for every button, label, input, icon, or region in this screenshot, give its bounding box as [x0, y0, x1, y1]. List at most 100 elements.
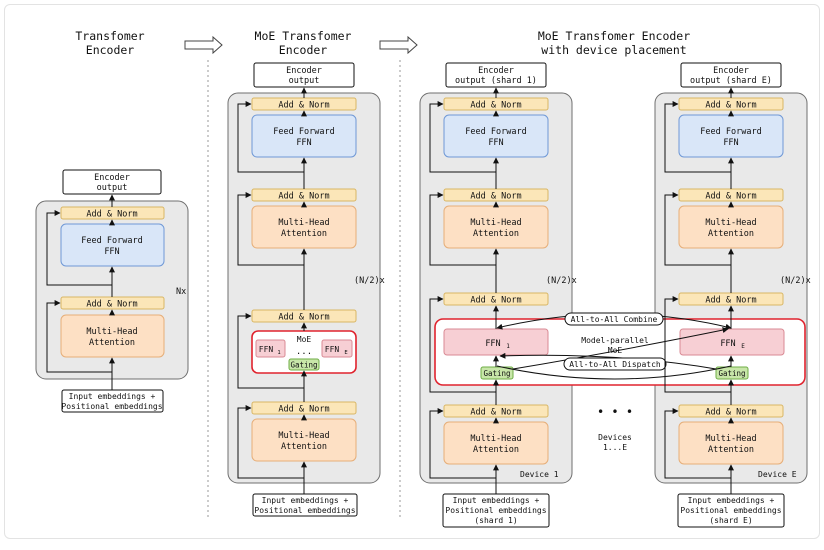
title-transformer-encoder: Transfomer Encoder: [75, 29, 144, 57]
expert-ffn-e-device: FFN E: [679, 328, 785, 356]
svg-text:Feed Forward: Feed Forward: [700, 127, 761, 137]
svg-text:Encoder: Encoder: [478, 66, 514, 76]
encoder-output-shard-e-box: Encoder output (shard E): [680, 62, 782, 88]
svg-text:Input embeddings +: Input embeddings +: [262, 496, 349, 505]
add-norm-box: Add & Norm: [443, 404, 549, 418]
add-norm-box: Add & Norm: [678, 97, 784, 111]
svg-text:Add & Norm: Add & Norm: [705, 192, 756, 202]
expert-ffn-1: FFN 1: [255, 339, 286, 358]
svg-text:MoE Transfomer: MoE Transfomer: [255, 29, 352, 43]
svg-text:Input embeddings +: Input embeddings +: [688, 496, 775, 505]
add-norm-box: Add & Norm: [251, 309, 357, 323]
svg-text:Positional embeddings: Positional embeddings: [445, 506, 546, 515]
svg-text:Add & Norm: Add & Norm: [470, 408, 521, 418]
hollow-arrow-2: [379, 35, 418, 55]
gating-box: Gating: [715, 366, 749, 380]
svg-text:Multi-Head: Multi-Head: [470, 218, 521, 228]
svg-text:E: E: [344, 350, 347, 356]
svg-text:Multi-Head: Multi-Head: [278, 218, 329, 228]
svg-text:FFN: FFN: [259, 345, 274, 354]
all-to-all-combine-label: All-to-All Combine: [564, 312, 664, 326]
svg-text:Feed Forward: Feed Forward: [273, 127, 334, 137]
multi-head-attention-box: Multi-Head Attention: [678, 205, 784, 249]
svg-text:All-to-All Dispatch: All-to-All Dispatch: [569, 360, 661, 369]
add-norm-box: Add & Norm: [251, 97, 357, 111]
svg-text:1: 1: [277, 350, 280, 356]
svg-text:Encoder: Encoder: [94, 173, 130, 183]
svg-text:Attention: Attention: [281, 229, 327, 239]
all-to-all-dispatch-label: All-to-All Dispatch: [563, 357, 667, 371]
encoder-output-box: Encoder output: [62, 169, 162, 195]
svg-text:output (shard E): output (shard E): [690, 76, 772, 86]
add-norm-box: Add & Norm: [678, 292, 784, 306]
input-embeddings-shard-1-box: Input embeddings + Positional embeddings…: [442, 493, 550, 528]
hollow-arrow-1: [184, 35, 223, 55]
gating-box: Gating: [288, 358, 320, 371]
title-moe-transformer-encoder: MoE Transfomer Encoder: [255, 29, 352, 57]
svg-text:Gating: Gating: [718, 369, 745, 378]
encoder-output-box: Encoder output: [253, 62, 355, 88]
experts-ellipsis: ...: [296, 347, 312, 357]
title-moe-device-placement: MoE Transfomer Encoder with device place…: [538, 29, 690, 57]
gating-box: Gating: [480, 366, 514, 380]
add-norm-box: Add & Norm: [678, 404, 784, 418]
svg-text:Input embeddings +: Input embeddings +: [69, 392, 156, 401]
svg-text:Add & Norm: Add & Norm: [705, 296, 756, 306]
svg-text:E: E: [741, 343, 745, 350]
svg-text:Gating: Gating: [483, 369, 510, 378]
add-norm-box: Add & Norm: [678, 188, 784, 202]
svg-text:Encoder: Encoder: [713, 66, 749, 76]
svg-text:FFN: FFN: [104, 247, 119, 257]
svg-text:Attention: Attention: [89, 338, 135, 348]
feed-forward-box: Feed Forward FFN: [60, 223, 165, 267]
svg-text:Encoder: Encoder: [286, 66, 322, 76]
input-embeddings-box: Input embeddings + Positional embeddings: [61, 389, 164, 413]
svg-text:Gating: Gating: [290, 361, 317, 370]
flow-arrows: [429, 87, 499, 494]
svg-text:Positional embeddings: Positional embeddings: [61, 402, 162, 411]
feed-forward-box: Feed Forward FFN: [678, 114, 784, 158]
svg-text:FFN: FFN: [720, 339, 735, 349]
feed-forward-box: Feed Forward FFN: [251, 114, 357, 158]
multi-head-attention-box: Multi-Head Attention: [678, 421, 784, 465]
svg-text:1: 1: [506, 343, 510, 350]
svg-text:Model-parallel: Model-parallel: [581, 336, 649, 345]
multi-head-attention-box: Multi-Head Attention: [251, 418, 357, 462]
multi-head-attention-box: Multi-Head Attention: [443, 205, 549, 249]
devices-label: Devices 1...E: [598, 433, 632, 452]
flow-arrows: [237, 87, 307, 494]
svg-text:Multi-Head: Multi-Head: [278, 431, 329, 441]
svg-text:output: output: [289, 76, 320, 86]
svg-text:FFN: FFN: [325, 345, 340, 354]
svg-text:Add & Norm: Add & Norm: [86, 300, 137, 310]
nx-label: Nx: [176, 287, 186, 297]
add-norm-box: Add & Norm: [251, 188, 357, 202]
devices-dots: • • •: [597, 405, 633, 419]
add-norm-box: Add & Norm: [60, 206, 165, 220]
svg-text:Multi-Head: Multi-Head: [86, 327, 137, 337]
svg-text:(shard E): (shard E): [709, 516, 752, 525]
svg-text:Encoder: Encoder: [86, 43, 135, 57]
svg-text:Add & Norm: Add & Norm: [278, 405, 329, 415]
svg-text:Add & Norm: Add & Norm: [278, 192, 329, 202]
svg-text:Feed Forward: Feed Forward: [81, 236, 142, 246]
svg-text:output: output: [97, 183, 128, 193]
svg-text:Add & Norm: Add & Norm: [86, 210, 137, 220]
add-norm-box: Add & Norm: [443, 97, 549, 111]
svg-text:Attention: Attention: [708, 445, 754, 455]
svg-text:FFN: FFN: [488, 138, 503, 148]
flow-arrows: [46, 194, 115, 390]
svg-text:Attention: Attention: [708, 229, 754, 239]
svg-text:Transfomer: Transfomer: [75, 29, 144, 43]
multi-head-attention-box: Multi-Head Attention: [251, 205, 357, 249]
add-norm-box: Add & Norm: [443, 292, 549, 306]
device-e-label: Device E: [758, 470, 797, 479]
svg-text:(shard 1): (shard 1): [474, 516, 517, 525]
svg-text:Devices: Devices: [598, 433, 632, 442]
flow-arrows: [664, 87, 734, 494]
svg-text:Add & Norm: Add & Norm: [470, 296, 521, 306]
svg-text:Feed Forward: Feed Forward: [465, 127, 526, 137]
svg-text:Add & Norm: Add & Norm: [278, 313, 329, 323]
svg-text:All-to-All Combine: All-to-All Combine: [571, 315, 658, 324]
